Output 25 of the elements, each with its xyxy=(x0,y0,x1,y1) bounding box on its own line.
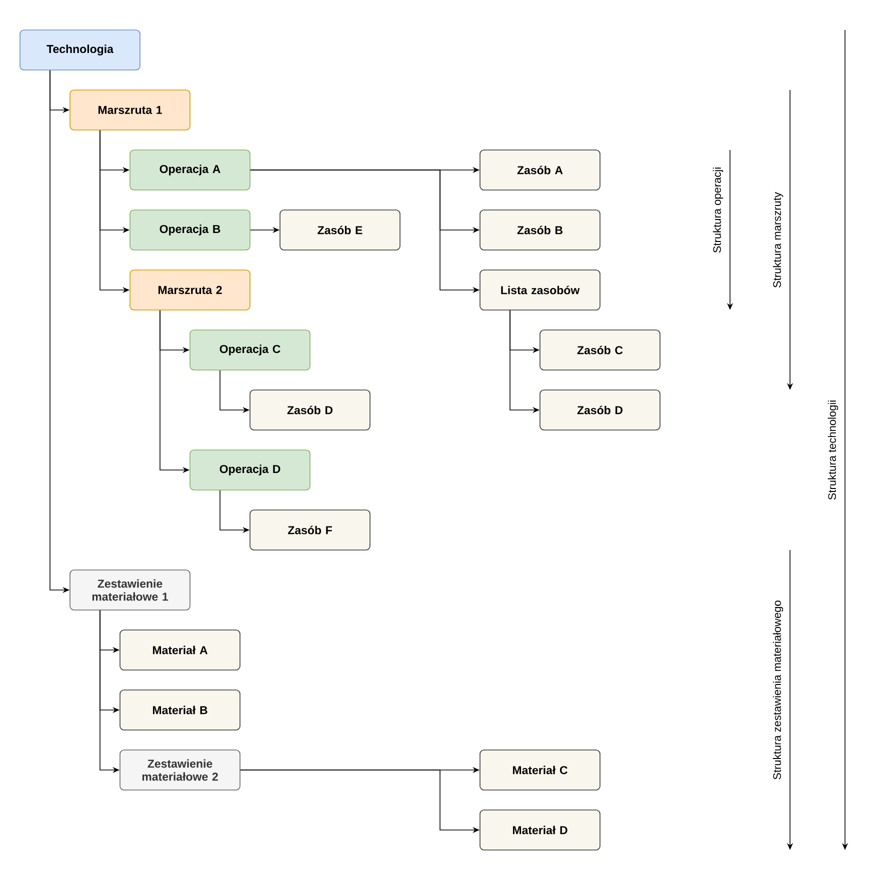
process-box: Materiał B xyxy=(120,690,240,730)
process-box: Technologia xyxy=(20,30,140,70)
process-box: Operacja A xyxy=(130,150,250,190)
process-box: Marszruta 1 xyxy=(70,90,190,130)
arrow-label: Struktura marszruty xyxy=(772,192,784,288)
process-box: Zasób F xyxy=(250,510,370,550)
process-box: Operacja C xyxy=(190,330,310,370)
process-box: Marszruta 2 xyxy=(130,270,250,310)
process-box: Zasób E xyxy=(280,210,400,250)
process-box: Materiał D xyxy=(480,810,600,850)
process-box: Zasób D xyxy=(250,390,370,430)
process-box: Zestawienie materiałowe 2 xyxy=(120,750,240,790)
process-box: Zasób C xyxy=(540,330,660,370)
process-box: Operacja D xyxy=(190,450,310,490)
arrow-label: Struktura technologii xyxy=(828,400,838,500)
process-box: Zasób B xyxy=(480,210,600,250)
process-box: Materiał A xyxy=(120,630,240,670)
process-box: Zasób A xyxy=(480,150,600,190)
arrow-label: Struktura operacji xyxy=(712,168,724,253)
arrow-label: Struktura zestawienia materiałowego xyxy=(772,600,784,780)
process-box: Zasób D xyxy=(540,390,660,430)
process-box: Materiał C xyxy=(480,750,600,790)
process-box: Lista zasobów xyxy=(480,270,600,310)
process-box: Zestawienie materiałowe 1 xyxy=(70,570,190,610)
process-box: Operacja B xyxy=(130,210,250,250)
